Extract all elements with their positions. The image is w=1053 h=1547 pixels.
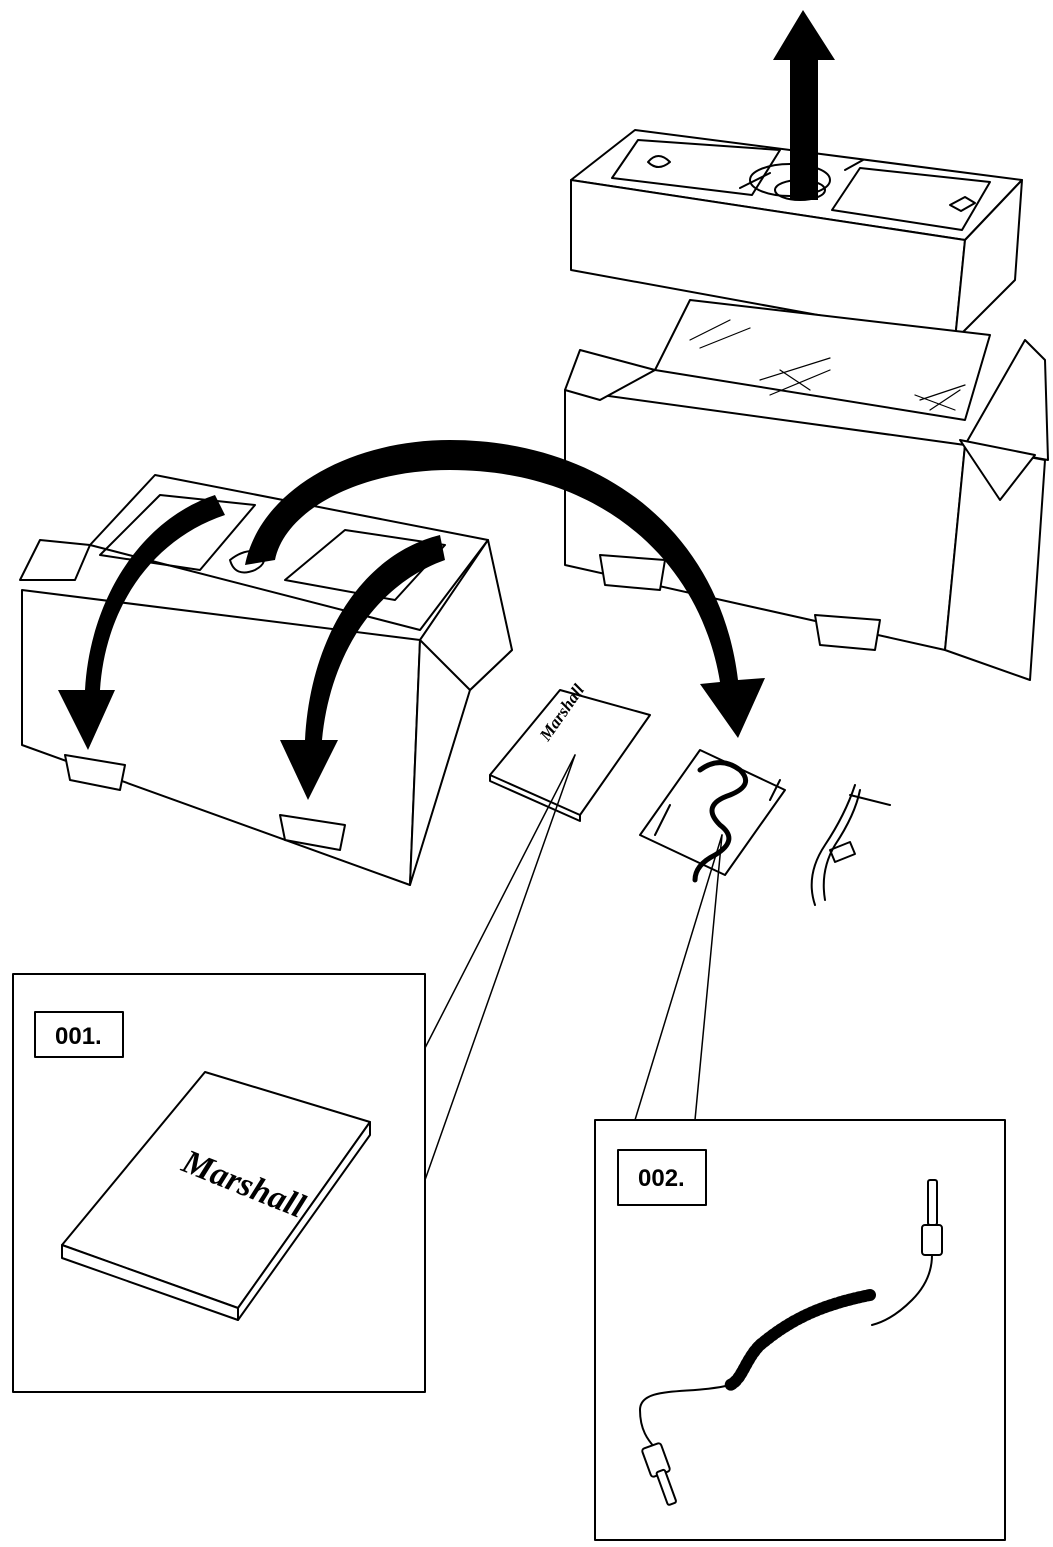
open-box-right (564, 299, 1049, 681)
usb-cable-small (810, 784, 891, 906)
coiled-cable-small (639, 749, 786, 883)
manual-small (489, 689, 651, 822)
coiled-cable-large (639, 1179, 943, 1506)
callout-label-001: 001. (55, 1023, 102, 1050)
leader-lines (424, 754, 723, 1181)
arrows (58, 10, 835, 800)
curved-arrow-icon (58, 495, 225, 750)
arrow-up-icon (773, 10, 835, 200)
callout-label-002: 002. (638, 1165, 685, 1192)
curved-arrow-icon (245, 440, 765, 738)
manual-large (61, 1071, 371, 1321)
curved-arrow-icon (280, 535, 445, 800)
